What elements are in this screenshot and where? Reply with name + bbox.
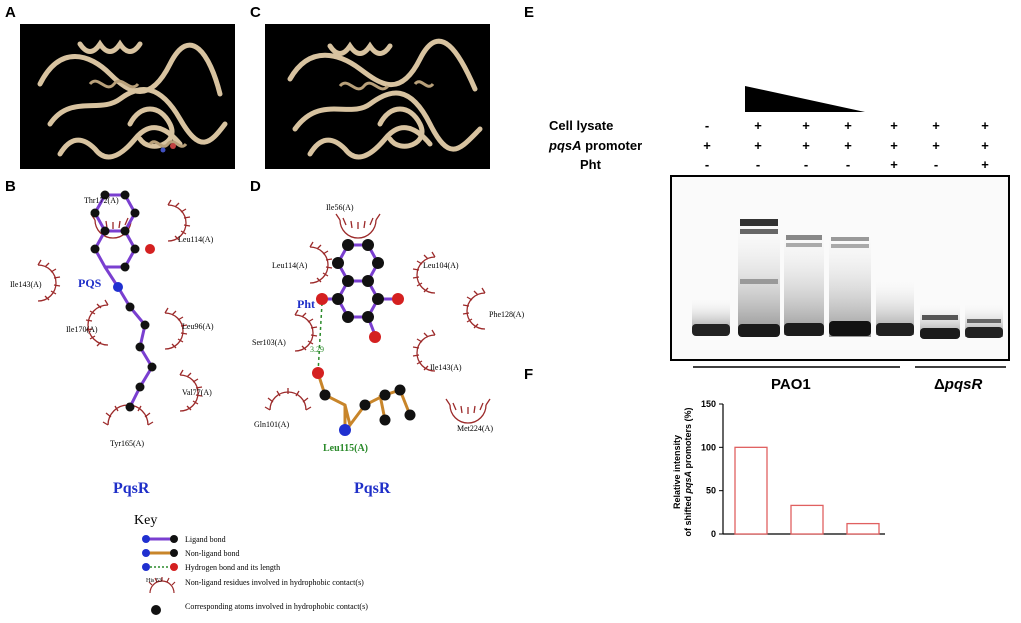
key-item: Non-ligand bond [185,549,240,558]
protein-name-b: PqsR [113,480,150,497]
residue-label: Ile56(A) [326,203,354,212]
residue-label: Leu96(A) [182,322,214,331]
lane-2-promoter-sign: + [754,138,762,153]
residue-label: Phe128(A) [489,310,525,319]
lane-7-promoter-sign: + [981,138,989,153]
panel-label-d: D [250,178,261,195]
protein-structure-pqs [20,24,235,169]
panel-label-c: C [250,4,261,21]
residue-label: Gln101(A) [254,420,290,429]
row-label-pqsa-promoter: pqsA promoter [549,138,643,153]
group-label-pqsr-mutant: ΔpqsR [934,376,983,393]
panel-label-e: E [524,4,535,21]
panel-label-b: B [5,178,16,195]
residue-label: Val77(A) [182,388,212,397]
lane-6-pht-sign: - [933,157,939,172]
lane-3-pht-sign: - [803,157,809,172]
y-tick-label: 0 [711,529,716,539]
ligand-name-pqs: PQS [78,276,102,290]
residue-label: Ser103(A) [252,338,286,347]
lane-1-lysate-sign: - [704,118,710,133]
lane-1-promoter-sign: + [703,138,711,153]
y-tick-label: 50 [706,486,716,496]
protein-name-d: PqsR [354,480,391,497]
key-example-residue: His 53 [146,578,162,584]
key-item: Corresponding atoms involved in hydropho… [185,602,368,611]
ligand-name-pht: Pht [297,297,315,311]
bar-2 [790,504,824,535]
group-underlines [693,366,1006,368]
residue-label: Met224(A) [457,424,493,433]
lane-7-lysate-sign: + [981,118,989,133]
lane-4-promoter-sign: + [844,138,852,153]
residue-label: Thr172(A) [84,196,119,205]
lysate-gradient-wedge [745,86,865,112]
residue-label: Ile143(A) [10,280,42,289]
key-item: Non-ligand residues involved in hydropho… [185,578,364,587]
lane-3-lysate-sign: + [802,118,810,133]
y-tick-label: 100 [701,442,716,452]
row-label-cell-lysate: Cell lysate [549,118,614,133]
ligplot-pht [264,213,491,436]
lane-5-lysate-sign: + [890,118,898,133]
lane-6-promoter-sign: + [932,138,940,153]
bar-3 [846,522,880,535]
y-axis-label-line1: Relative intensity [672,435,682,509]
bonded-residue: Leu115(A) [323,443,368,454]
panel-label-f: F [524,366,534,383]
lane-2-lysate-sign: + [754,118,762,133]
lane-4-pht-sign: - [845,157,851,172]
key-symbols [142,535,178,615]
key-title: Key [134,513,158,528]
residue-label: Leu114(A) [178,235,214,244]
residue-label: Ile170(A) [66,325,98,334]
y-axis-label-line2: of shifted pqsA promoters (%) [683,407,693,536]
emsa-gel [670,175,1010,361]
hbond-length: 3.29 [310,345,324,354]
lane-7-pht-sign: + [981,157,989,172]
key-item: Hydrogen bond and its length [185,563,281,572]
lane-2-pht-sign: - [755,157,761,172]
panel-label-a: A [5,4,16,21]
key-item: Ligand bond [185,535,226,544]
row-label-pht: Pht [580,157,601,172]
ligplot-pqs [37,190,203,426]
lane-1-pht-sign: - [704,157,710,172]
lane-3-promoter-sign: + [802,138,810,153]
protein-structure-pht [265,24,490,169]
bar-chart-shifted-promoter: Relative intensity of shifted pqsA promo… [672,399,885,539]
residue-label: Leu114(A) [272,261,308,270]
group-label-pao1: PAO1 [771,376,811,393]
bar-1 [734,446,768,535]
residue-label: Ile143(A) [430,363,462,372]
lane-4-lysate-sign: + [844,118,852,133]
residue-label: Leu104(A) [423,261,459,270]
lane-6-lysate-sign: + [932,118,940,133]
lane-5-promoter-sign: + [890,138,898,153]
lane-5-pht-sign: + [890,157,898,172]
y-tick-label: 150 [701,399,716,409]
residue-label: Tyr165(A) [110,439,145,448]
